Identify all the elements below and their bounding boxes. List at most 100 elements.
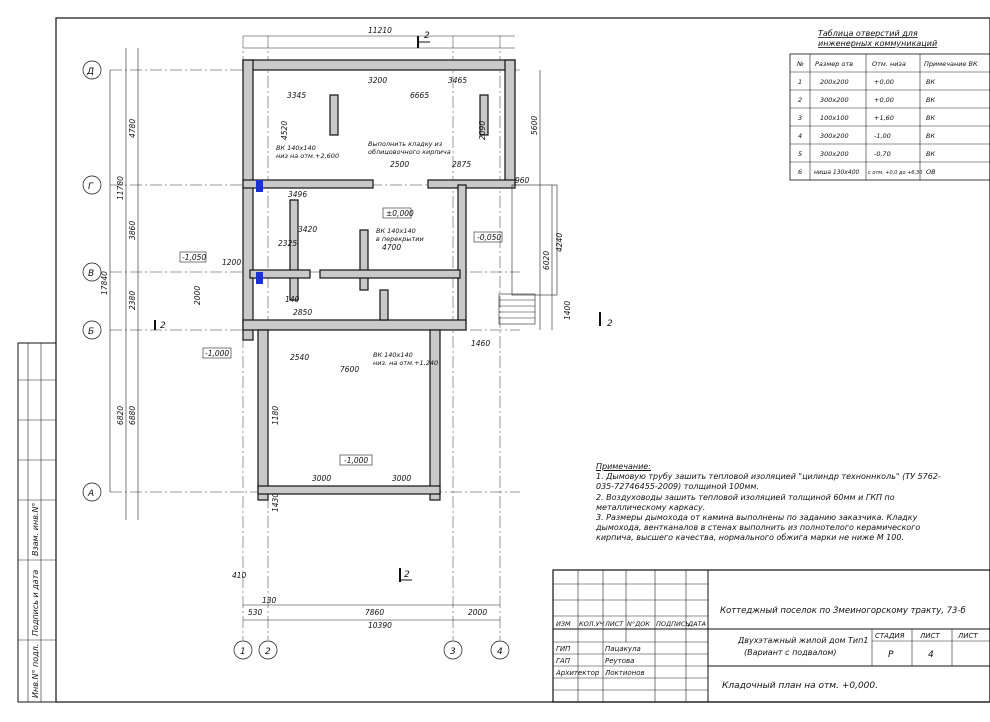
d-1430: 1430	[271, 493, 280, 512]
dim-2380: 2380	[128, 291, 137, 310]
table-cell: 300x200	[820, 150, 849, 158]
d-140: 140	[285, 295, 300, 304]
note-1: 1. Дымовую трубу зашить тепловой изоляци…	[596, 472, 941, 492]
d-4700: 4700	[382, 243, 401, 252]
axis-letter-g: Г	[88, 182, 94, 192]
note-2: 2. Воздуховоды зашить тепловой изоляцией…	[596, 492, 895, 512]
tb-project: Коттеджный поселок по Змеиногорскому тра…	[720, 606, 966, 616]
table-cell: -1,00	[874, 132, 891, 140]
side-stamp: Взам. инв.N° Подпись и дата Инв.N° подл.	[17, 342, 57, 703]
table-cell: 5	[798, 150, 802, 158]
dimension-chains: 11210 10390 7860 530 2000 410 130 17840 …	[100, 26, 564, 630]
table-title-2: инженерных коммуникаций	[818, 39, 937, 48]
axis-bubbles-letters: Д Г В Б А	[82, 60, 102, 502]
dim-top-total: 11210	[368, 26, 392, 35]
table-title-1: Таблица отверстий для	[818, 29, 918, 38]
dim-3860: 3860	[128, 221, 137, 240]
table-cell: 100x100	[820, 114, 849, 122]
table-cell: -0,70	[874, 150, 891, 158]
vk2: ВК 140х140	[376, 227, 416, 235]
table-cell: 1	[798, 78, 802, 86]
d-6665: 6665	[410, 91, 429, 100]
d-2540: 2540	[290, 353, 309, 362]
section-mark-top: 2	[424, 31, 430, 41]
d-4520: 4520	[280, 121, 289, 140]
stamp-vzam: Взам. инв.N°	[31, 503, 40, 556]
d-3200: 3200	[368, 76, 387, 85]
d-2500: 2500	[390, 160, 409, 169]
dim-6820: 6820	[116, 406, 125, 425]
axis-grid	[110, 36, 520, 640]
dim-5600: 5600	[530, 116, 539, 135]
dim-17840: 17840	[100, 271, 109, 295]
section-mark-left: 2	[160, 321, 166, 331]
axis-letter-d: Д	[86, 67, 94, 77]
walls	[242, 59, 516, 501]
d-1460: 1460	[471, 339, 490, 348]
d-1200: 1200	[222, 258, 241, 267]
vk3b: низ. на отм.+1,240	[373, 359, 438, 367]
d-3420: 3420	[298, 225, 317, 234]
tb-sheet-label: ЛИСТ	[919, 632, 940, 640]
level-left-bottom: -1,000	[205, 349, 229, 358]
duct-1	[256, 180, 263, 192]
table-cell: +0,00	[874, 78, 894, 86]
stairs	[498, 184, 558, 325]
note-3: 3. Размеры дымохода от камина выполнены …	[596, 513, 921, 543]
tb-stage-label: СТАДИЯ	[875, 632, 905, 640]
title-block: ИЗМ КОЛ.УЧ ЛИСТ N°ДОК ПОДПИСЬ ДАТА ГИП П…	[552, 569, 990, 703]
tb-col-data: ДАТА	[687, 620, 706, 628]
d-7600: 7600	[340, 365, 359, 374]
dim-4780: 4780	[128, 119, 137, 138]
sheet-frame	[55, 17, 990, 703]
table-cell: ВК	[926, 78, 935, 86]
tb-role-gip: ГИП	[556, 645, 571, 653]
table-cell: ВК	[926, 132, 935, 140]
tb-col-kol: КОЛ.УЧ	[579, 620, 605, 628]
table-cell: ВК	[926, 96, 935, 104]
d-1180: 1180	[271, 406, 280, 425]
table-cell: 300x200	[820, 96, 849, 104]
duct-2	[256, 272, 263, 284]
level-right: -0,050	[477, 233, 501, 242]
stamp-inv: Инв.N° подл.	[31, 644, 40, 698]
axis-letter-b: Б	[88, 327, 94, 337]
tb-sheet-title: Кладочный план на отм. +0,000.	[722, 681, 878, 691]
tb-role-arch: Архитектор	[555, 669, 600, 677]
dim-2000b: 2000	[468, 608, 487, 617]
note-brick: Выполнить кладку из	[368, 140, 443, 148]
notes-title: Примечание:	[596, 462, 651, 471]
th-num: №	[796, 60, 804, 68]
tb-name-gap: Реутова	[605, 657, 634, 665]
table-cell: ниша 130x400	[814, 169, 860, 176]
d-2875: 2875	[452, 160, 471, 169]
d-3465: 3465	[448, 76, 467, 85]
d-2325: 2325	[278, 239, 297, 248]
level-labels: ±0,000 -1,000 -1,050 -1,000 -0,050	[179, 207, 503, 466]
th-note: Примечание ВК	[924, 60, 978, 68]
level-left-top: -1,050	[182, 253, 206, 262]
tb-building-1: Двухэтажный жилой дом Тип1	[737, 636, 868, 645]
axis-num-3: 3	[450, 647, 456, 657]
axis-letter-v: В	[88, 269, 94, 279]
dim-bottom-total: 10390	[368, 621, 392, 630]
tb-col-list: ЛИСТ	[604, 620, 624, 628]
dim-6880: 6880	[128, 406, 137, 425]
d-3345: 3345	[287, 91, 306, 100]
axis-num-4: 4	[497, 647, 503, 657]
table-cell: 300x200	[820, 132, 849, 140]
vk1: ВК 140х140	[276, 144, 316, 152]
tb-col-podpis: ПОДПИСЬ	[656, 620, 690, 628]
table-cell: 2	[798, 96, 802, 104]
d-2850: 2850	[293, 308, 312, 317]
note-brick2: облицовочного кирпича	[368, 148, 451, 156]
table-cell: +1,60	[874, 114, 894, 122]
table-cell: ОВ	[926, 168, 936, 176]
dim-7860: 7860	[365, 608, 384, 617]
openings-table: Таблица отверстий для инженерных коммуни…	[789, 29, 990, 181]
section-mark-right: 2	[607, 319, 613, 329]
tb-stage: Р	[888, 650, 894, 660]
dim-130: 130	[262, 596, 277, 605]
tb-name-arch: Локтионов	[604, 669, 645, 677]
